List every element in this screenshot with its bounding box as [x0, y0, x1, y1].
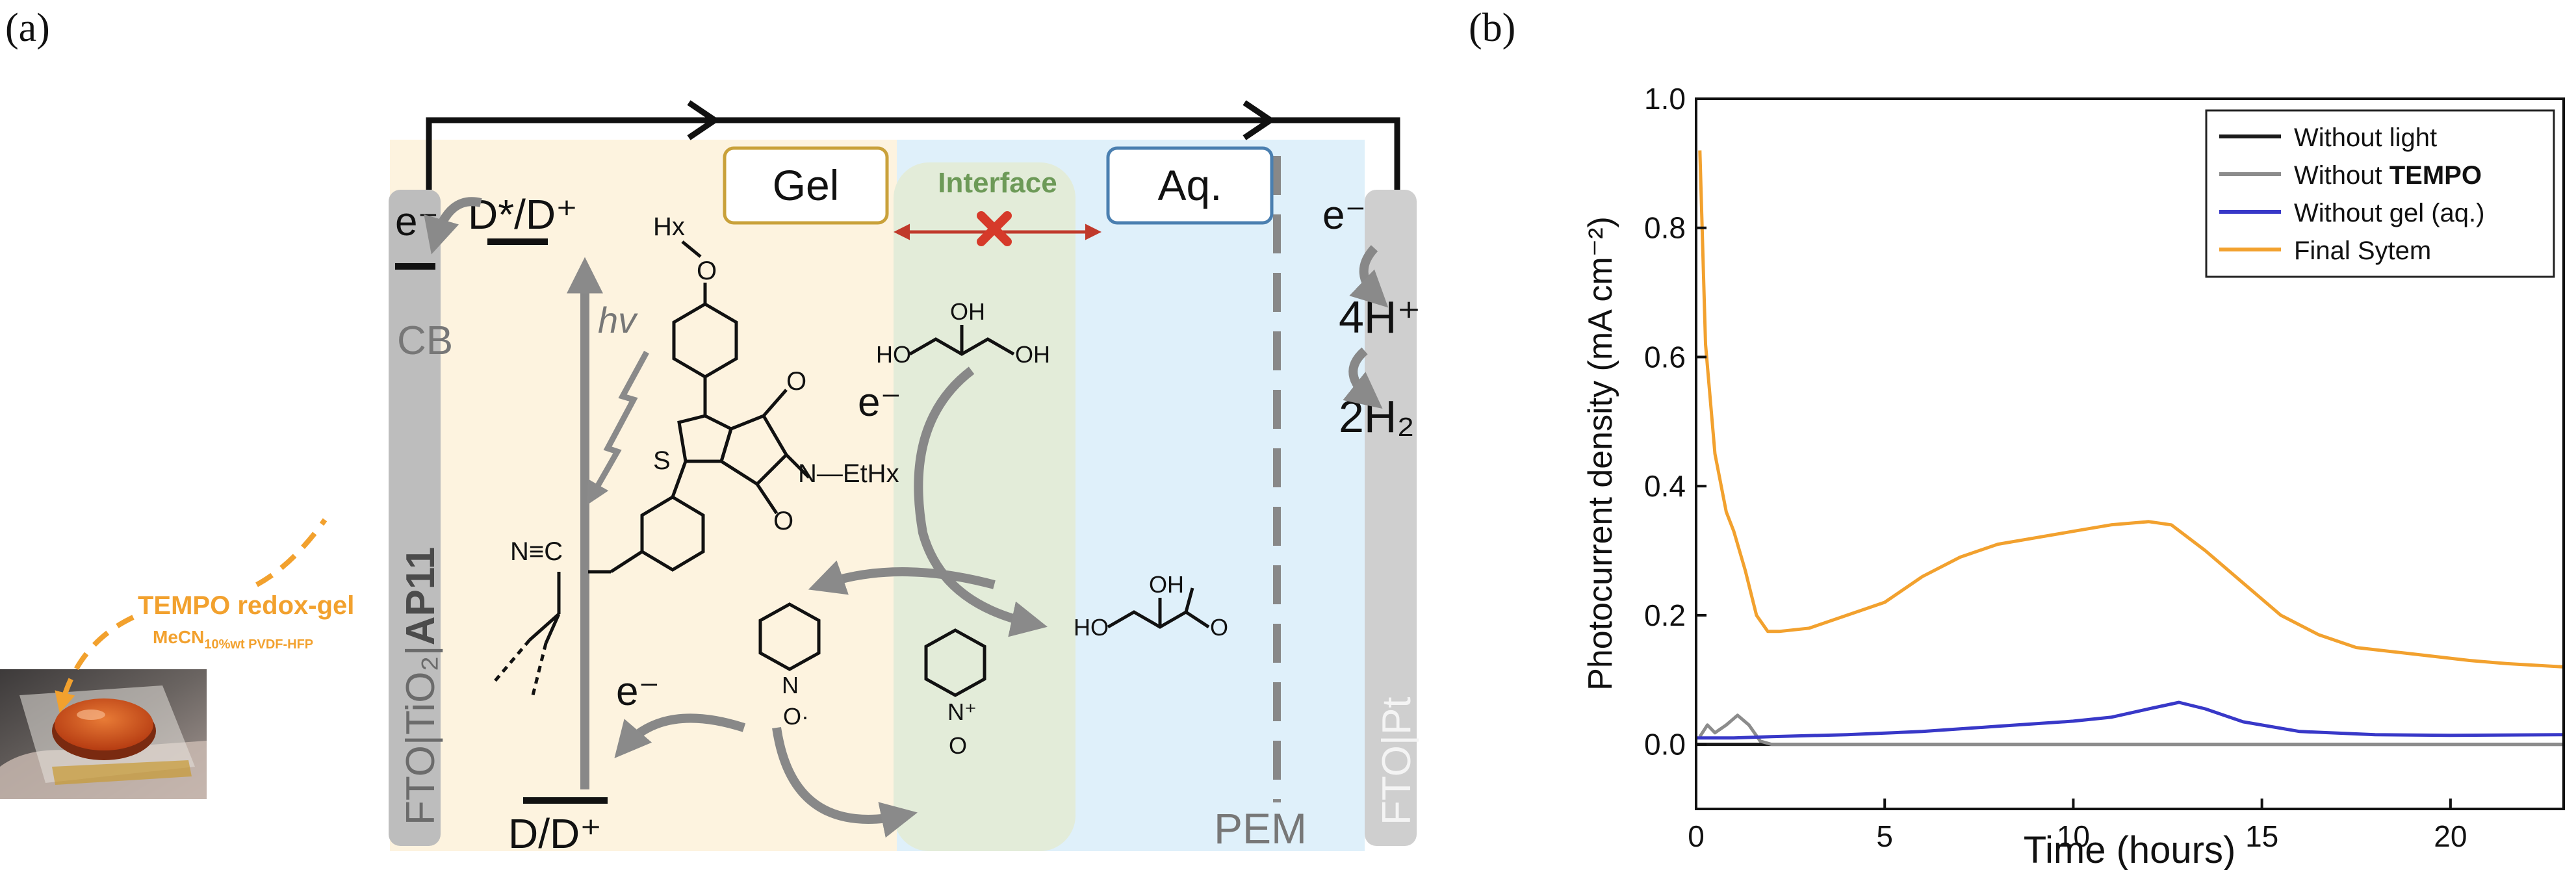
tempo-oxidation-arrow	[772, 726, 918, 838]
gel-box	[723, 146, 889, 225]
aqueous-label: Aq.	[1157, 161, 1222, 209]
blocked-mark-icon	[977, 211, 1012, 246]
ground-level-label: D/D⁺	[508, 810, 602, 857]
tempo-regeneration-arrow	[808, 560, 996, 595]
cathode-label: FTO|Pt	[1374, 697, 1419, 825]
nitrile-label: N≡C	[510, 537, 563, 566]
interface-region	[894, 162, 1075, 851]
svg-text:HO: HO	[1074, 614, 1109, 641]
svg-text:N⁺: N⁺	[947, 698, 977, 725]
svg-text:OH: OH	[950, 298, 985, 325]
svg-text:O: O	[949, 732, 967, 759]
protons-label: 4H⁺	[1339, 292, 1421, 342]
cathode-electron-label: e⁻	[1322, 193, 1366, 238]
gel-region	[390, 140, 923, 851]
hv-label: hv	[598, 300, 638, 340]
light-bolt-icon	[586, 350, 649, 505]
svg-text:OH: OH	[1015, 341, 1050, 368]
cb-label: CB	[397, 318, 453, 363]
svg-text:O: O	[697, 257, 717, 285]
svg-text:OH: OH	[1149, 571, 1184, 598]
glycerol-oxidation-arrow	[914, 366, 1048, 637]
panel-a-label: (a)	[5, 6, 50, 50]
svg-text:O: O	[773, 507, 793, 535]
injection-arrow	[424, 197, 482, 255]
panel-b-label: (b)	[1469, 6, 1516, 50]
interface-label: Interface	[938, 167, 1057, 199]
cathode-bar	[1365, 190, 1417, 846]
pem-label: PEM	[1214, 804, 1307, 852]
ethylhexyl-label: N—EtHx	[798, 459, 899, 488]
glyceraldehyde-molecule: HO OH O	[1074, 571, 1228, 641]
gel-label: Gel	[773, 161, 840, 209]
redox-gel-pointer-lower	[55, 615, 135, 713]
svg-text:O·: O·	[783, 703, 809, 730]
dye-regeneration-arrow	[614, 713, 746, 758]
svg-text:N: N	[782, 672, 799, 698]
svg-text:O: O	[1210, 614, 1228, 641]
hydrogen-label: 2H₂	[1339, 391, 1415, 442]
photoanode-stack: FTO|TiO₂|	[398, 645, 443, 825]
tempo-radical-molecule: N O·	[758, 602, 821, 730]
redox-gel-solvent: MeCN10%wt PVDF-HFP	[153, 627, 313, 652]
svg-text:HO: HO	[876, 341, 911, 368]
external-circuit	[426, 100, 1400, 190]
proton-to-hydrogen-arrow	[1343, 347, 1383, 409]
excited-level-label: D*/D⁺	[468, 191, 578, 238]
redox-gel-pointer-upper	[255, 518, 328, 587]
photoanode-bar	[389, 190, 441, 846]
glycerol-molecule: HO OH OH	[876, 298, 1050, 368]
electron-low-label: e⁻	[616, 669, 660, 714]
electron-to-proton-arrow	[1349, 245, 1389, 308]
hexyl-label: Hx	[653, 212, 685, 241]
electron-mid-label: e⁻	[858, 380, 901, 425]
tempo-cation-molecule: N⁺ O	[924, 628, 986, 759]
aqueous-box	[1106, 146, 1274, 225]
svg-text:O: O	[786, 367, 806, 396]
photoanode-label: FTO|TiO₂|AP11	[398, 547, 443, 825]
redox-gel-label: TEMPO redox-gel	[138, 591, 354, 620]
svg-text:S: S	[653, 446, 671, 475]
dye-molecule: Hx O S O N—EtHx O N≡C	[493, 212, 899, 696]
photoanode-dye: AP11	[398, 547, 443, 646]
svg-text:FTO|TiO₂|AP11: FTO|TiO₂|AP11	[398, 547, 443, 825]
